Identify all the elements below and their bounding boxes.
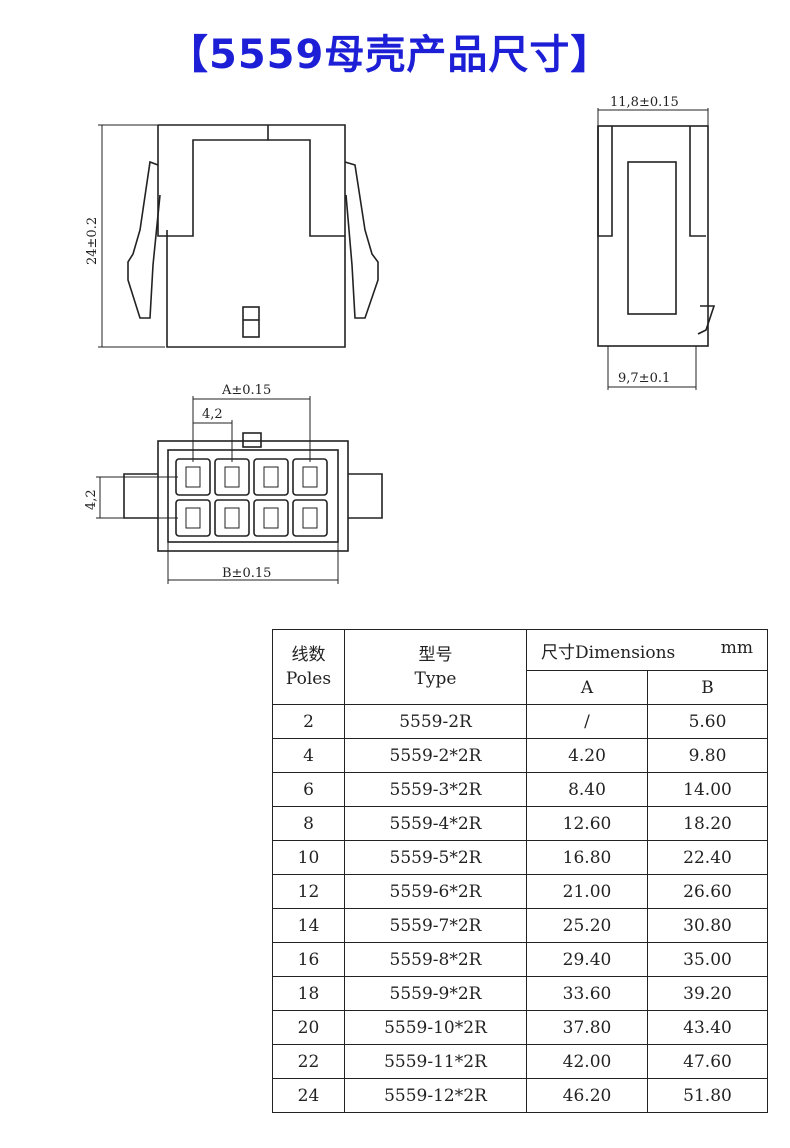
dim-b-label: B±0.15 (222, 566, 271, 581)
cell-poles: 14 (272, 908, 345, 943)
cell-poles: 10 (272, 840, 345, 875)
table-row: 22 5559-11*2R 42.00 47.60 (272, 1044, 768, 1079)
cell-type: 5559-12*2R (344, 1078, 527, 1113)
dim-pitch-v-label: 4,2 (84, 489, 99, 510)
cell-type: 5559-7*2R (344, 908, 527, 943)
dimensions-table: 线数 Poles 型号 Type 尺寸Dimensions mm A B 2 5… (272, 629, 768, 1113)
cell-a: 46.20 (526, 1078, 648, 1113)
table-row: 2 5559-2R / 5.60 (272, 704, 768, 739)
cell-type: 5559-6*2R (344, 874, 527, 909)
header-dimensions: 尺寸Dimensions mm (526, 629, 768, 671)
dim-depth-side-label: 9,7±0.1 (618, 371, 670, 386)
header-poles-cn: 线数 (291, 645, 326, 665)
table-row: 20 5559-10*2R 37.80 43.40 (272, 1010, 768, 1045)
cell-a: 8.40 (526, 772, 648, 807)
table-row: 16 5559-8*2R 29.40 35.00 (272, 942, 768, 977)
cell-b: 39.20 (647, 976, 768, 1011)
table-row: 12 5559-6*2R 21.00 26.60 (272, 874, 768, 909)
cell-poles: 18 (272, 976, 345, 1011)
cell-type: 5559-8*2R (344, 942, 527, 977)
header-a: A (526, 670, 648, 705)
table-row: 10 5559-5*2R 16.80 22.40 (272, 840, 768, 875)
cell-a: 12.60 (526, 806, 648, 841)
cell-poles: 2 (272, 704, 345, 739)
cell-a: 16.80 (526, 840, 648, 875)
cell-a: / (526, 704, 648, 739)
cell-poles: 6 (272, 772, 345, 807)
cell-poles: 12 (272, 874, 345, 909)
header-unit: mm (720, 637, 753, 658)
cell-poles: 24 (272, 1078, 345, 1113)
cell-a: 25.20 (526, 908, 648, 943)
cell-poles: 20 (272, 1010, 345, 1045)
cell-type: 5559-11*2R (344, 1044, 527, 1079)
table-row: 6 5559-3*2R 8.40 14.00 (272, 772, 768, 807)
cell-a: 4.20 (526, 738, 648, 773)
header-poles-en: Poles (285, 669, 332, 689)
cell-b: 30.80 (647, 908, 768, 943)
cell-type: 5559-5*2R (344, 840, 527, 875)
cell-type: 5559-2*2R (344, 738, 527, 773)
cell-b: 26.60 (647, 874, 768, 909)
table-row: 8 5559-4*2R 12.60 18.20 (272, 806, 768, 841)
cell-b: 35.00 (647, 942, 768, 977)
cell-poles: 8 (272, 806, 345, 841)
header-type: 型号 Type (344, 629, 527, 705)
cell-poles: 16 (272, 942, 345, 977)
cell-b: 5.60 (647, 704, 768, 739)
table-row: 18 5559-9*2R 33.60 39.20 (272, 976, 768, 1011)
face-view: A±0.15 4,2 4,2 B±0.15 (84, 383, 383, 584)
cell-poles: 22 (272, 1044, 345, 1079)
cell-b: 51.80 (647, 1078, 768, 1113)
header-dimensions-label: 尺寸Dimensions (541, 642, 676, 663)
cell-a: 21.00 (526, 874, 648, 909)
side-view: 11,8±0.15 9,7±0.1 (597, 95, 716, 390)
dim-a-label: A±0.15 (221, 383, 271, 398)
cell-b: 9.80 (647, 738, 768, 773)
cell-type: 5559-4*2R (344, 806, 527, 841)
cell-b: 14.00 (647, 772, 768, 807)
dim-width-side-label: 11,8±0.15 (610, 95, 679, 110)
header-b: B (647, 670, 768, 705)
header-poles: 线数 Poles (272, 629, 345, 705)
cell-b: 18.20 (647, 806, 768, 841)
cell-b: 43.40 (647, 1010, 768, 1045)
front-view: 24±0.2 (85, 124, 379, 348)
table-row: 14 5559-7*2R 25.20 30.80 (272, 908, 768, 943)
cell-type: 5559-10*2R (344, 1010, 527, 1045)
header-type-cn: 型号 (418, 645, 453, 665)
cell-b: 22.40 (647, 840, 768, 875)
cell-a: 42.00 (526, 1044, 648, 1079)
dim-height-label: 24±0.2 (85, 217, 100, 265)
cell-type: 5559-9*2R (344, 976, 527, 1011)
cell-a: 33.60 (526, 976, 648, 1011)
cell-type: 5559-2R (344, 704, 527, 739)
cell-type: 5559-3*2R (344, 772, 527, 807)
header-type-en: Type (414, 669, 457, 689)
cell-a: 37.80 (526, 1010, 648, 1045)
page-title: 【5559母壳产品尺寸】 (168, 32, 612, 78)
table-row: 24 5559-12*2R 46.20 51.80 (272, 1078, 768, 1113)
technical-drawing: 24±0.2 11,8±0.15 9,7±0.1 (84, 95, 716, 584)
table-row: 4 5559-2*2R 4.20 9.80 (272, 738, 768, 773)
cell-a: 29.40 (526, 942, 648, 977)
dim-pitch-h-label: 4,2 (202, 407, 223, 422)
cell-poles: 4 (272, 738, 345, 773)
cell-b: 47.60 (647, 1044, 768, 1079)
